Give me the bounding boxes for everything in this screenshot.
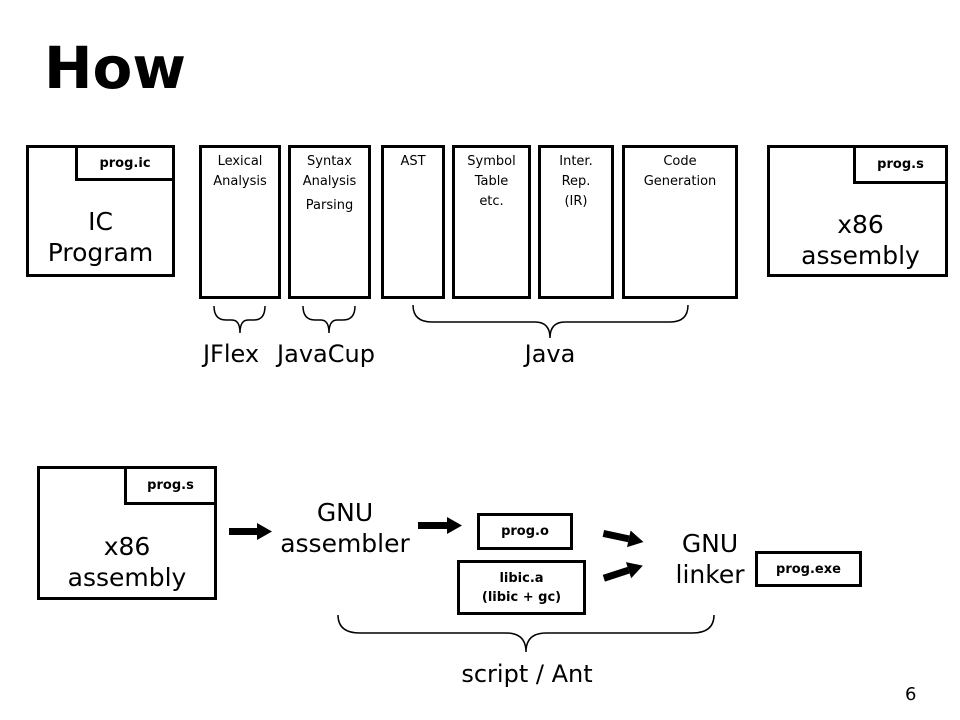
gnu-assembler-label: GNU assembler	[280, 498, 410, 558]
x86-assembly-output-file: prog.s x86 assembly	[767, 145, 948, 277]
prog-exe-box: prog.exe	[755, 551, 862, 587]
java-label: Java	[524, 340, 576, 368]
arrow-to-assembler	[229, 523, 272, 540]
parsing-label: Parsing	[305, 198, 354, 213]
script-ant-label: script / Ant	[461, 660, 593, 688]
javacup-label: JavaCup	[277, 340, 375, 368]
stage-intermediate-rep: Inter.Rep.(IR)	[538, 145, 614, 299]
prog-o-box: prog.o	[477, 513, 573, 550]
java-brace	[412, 304, 689, 339]
arrow-to-object	[418, 517, 462, 534]
slide-title: How	[44, 34, 186, 102]
jflex-brace	[213, 305, 266, 334]
prog-ic-tab: prog.ic	[75, 148, 172, 181]
prog-s-tab-bottom: prog.s	[124, 469, 214, 505]
javacup-brace	[302, 305, 356, 334]
gnu-linker-label: GNU linker	[675, 529, 745, 589]
prog-s-tab: prog.s	[853, 148, 945, 184]
x86-assembly-input-file: prog.s x86 assembly	[37, 466, 217, 600]
page-number: 6	[905, 684, 917, 705]
arrow-object-to-linker	[602, 530, 644, 548]
x86-assembly-label: x86 assembly	[801, 210, 920, 270]
ic-program-label: IC Program	[47, 207, 154, 267]
stage-ast: AST	[381, 145, 445, 299]
ic-program-file: prog.ic IC Program	[26, 145, 175, 277]
arrow-library-to-linker	[602, 562, 643, 582]
x86-assembly-input-label: x86 assembly	[67, 532, 187, 592]
libic-a-box: libic.a (libic + gc)	[457, 560, 586, 615]
script-ant-brace	[337, 614, 715, 653]
jflex-label: JFlex	[202, 340, 260, 368]
